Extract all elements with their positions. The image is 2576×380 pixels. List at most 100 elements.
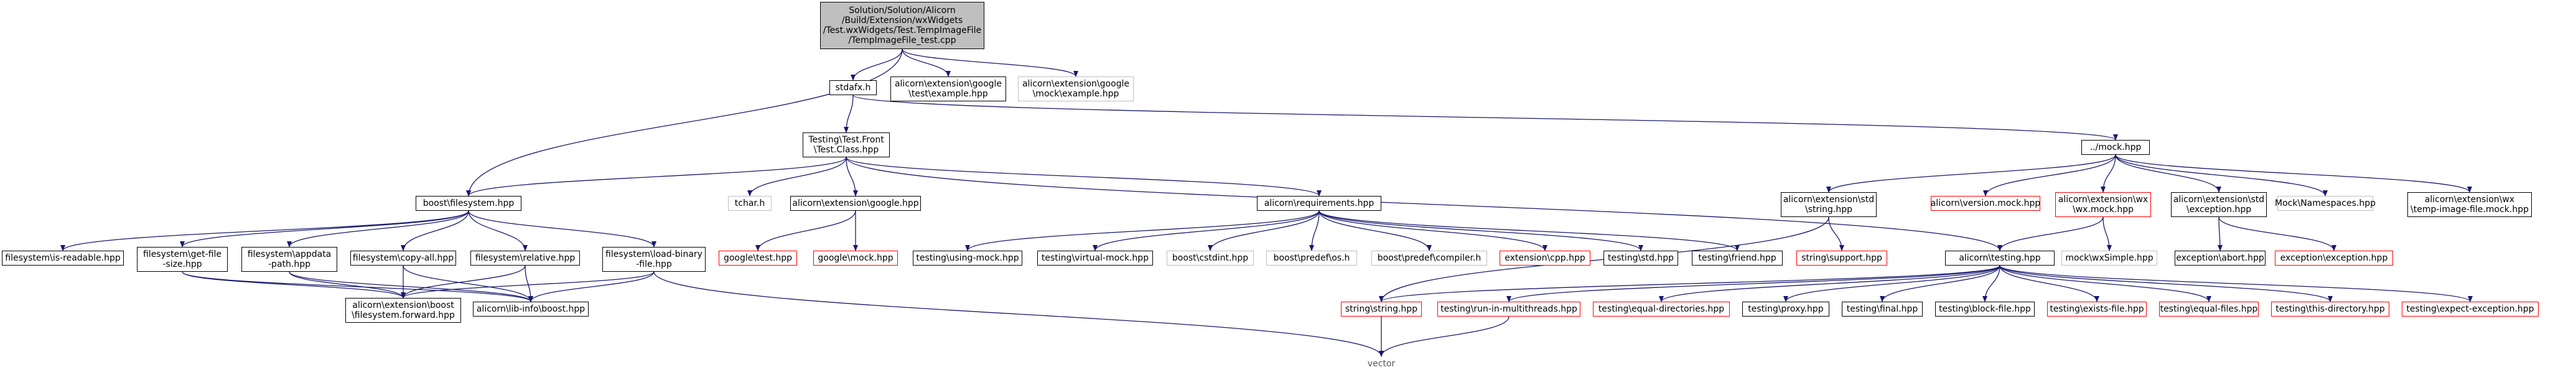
edge-mock_hpp-to-wx_temp_image bbox=[2115, 154, 2472, 193]
edge-std_exception-to-exception_exception bbox=[2218, 216, 2336, 251]
node-fs-get-file-size[interactable]: filesystem\get-file -size.hpp bbox=[137, 247, 228, 272]
node-testing-std[interactable]: testing\std.hpp bbox=[1603, 251, 1678, 266]
node-google-test-example[interactable]: alicorn\extension\google \test\example.h… bbox=[890, 76, 1006, 101]
edge-testing_hpp-to-testing_final bbox=[1880, 265, 2000, 302]
node-using-mock[interactable]: testing\using-mock.hpp bbox=[913, 251, 1022, 266]
edge-mock_hpp-to-mock_namespaces bbox=[2115, 154, 2328, 197]
node-boost-filesystem[interactable]: boost\filesystem.hpp bbox=[416, 196, 521, 211]
node-vector[interactable]: vector bbox=[1367, 358, 1396, 369]
edge-fs_load_binary-to-lib_info_boost bbox=[528, 271, 655, 302]
edge-root-to-google_mock_example bbox=[902, 49, 1078, 77]
node-mock-hpp[interactable]: ../mock.hpp bbox=[2081, 140, 2150, 155]
edge-test_class-to-requirements bbox=[846, 157, 1322, 197]
node-extension-cpp[interactable]: extension\cpp.hpp bbox=[1500, 251, 1590, 266]
node-exception-abort[interactable]: exception\abort.hpp bbox=[2175, 251, 2266, 266]
edge-boost_filesystem-to-fs_appdata bbox=[287, 210, 469, 248]
edge-mock_hpp-to-wx_mock bbox=[2101, 154, 2116, 193]
node-boost-filesystem-forward[interactable]: alicorn\extension\boost \filesystem.forw… bbox=[345, 298, 461, 323]
edge-fs_relative-to-boost_fs_forward bbox=[401, 265, 526, 299]
edge-stdafx-to-test_class bbox=[844, 95, 854, 133]
node-expect-exception[interactable]: testing\expect-exception.hpp bbox=[2402, 302, 2539, 317]
edge-fs_appdata-to-lib_info_boost bbox=[289, 271, 533, 302]
node-std-exception[interactable]: alicorn\extension\std \exception.hpp bbox=[2171, 192, 2267, 217]
edge-fs_appdata-to-boost_fs_forward bbox=[289, 271, 406, 299]
node-boost-predef-os[interactable]: boost\predef\os.h bbox=[1266, 251, 1357, 266]
node-fs-is-readable[interactable]: filesystem\is-readable.hpp bbox=[2, 251, 124, 266]
node-run-in-multithreads[interactable]: testing\run-in-multithreads.hpp bbox=[1437, 302, 1580, 317]
node-fs-load-binary-file[interactable]: filesystem\load-binary -file.hpp bbox=[602, 247, 706, 272]
node-fs-appdata-path[interactable]: filesystem\appdata -path.hpp bbox=[241, 247, 337, 272]
edge-boost_filesystem-to-fs_load_binary bbox=[468, 210, 656, 248]
edge-root-to-google_example bbox=[902, 49, 951, 77]
edge-testing_hpp-to-string_string bbox=[1379, 265, 2000, 302]
node-wx-mock[interactable]: alicorn\extension\wx \wx.mock.hpp bbox=[2055, 192, 2151, 217]
edge-mock_hpp-to-std_exception bbox=[2115, 154, 2221, 193]
node-testing-friend[interactable]: testing\friend.hpp bbox=[1692, 251, 1783, 266]
edge-test_class-to-testing_hpp bbox=[846, 157, 2002, 251]
edge-testing_hpp-to-this_directory bbox=[1999, 265, 2333, 302]
edge-requirements-to-boost_cstdint bbox=[1208, 210, 1320, 251]
edge-testing_hpp-to-exists_file bbox=[1999, 265, 2099, 302]
node-google-mock[interactable]: google\mock.hpp bbox=[813, 251, 898, 266]
edge-mock_hpp-to-version_mock bbox=[1983, 154, 2116, 197]
edge-fs_load_binary-to-vector bbox=[653, 271, 1384, 357]
node-google-hpp[interactable]: alicorn\extension\google.hpp bbox=[790, 196, 921, 211]
node-testing-final[interactable]: testing\final.hpp bbox=[1842, 302, 1923, 317]
node-exists-file[interactable]: testing\exists-file.hpp bbox=[2047, 302, 2147, 317]
edge-std_string-to-string_support bbox=[1828, 216, 1844, 251]
edge-fs_copy_all-to-lib_info_boost bbox=[403, 265, 533, 302]
node-google-test[interactable]: google\test.hpp bbox=[719, 251, 797, 266]
edge-requirements-to-extension_cpp bbox=[1318, 210, 1547, 251]
node-google-mock-example[interactable]: alicorn\extension\google \mock\example.h… bbox=[1018, 76, 1134, 101]
edge-requirements-to-testing_friend bbox=[1318, 210, 1740, 251]
node-this-directory[interactable]: testing\this-directory.hpp bbox=[2271, 302, 2389, 317]
node-lib-info-boost[interactable]: alicorn\lib-info\boost.hpp bbox=[473, 302, 589, 317]
edge-test_class-to-boost_filesystem bbox=[466, 157, 847, 197]
edge-google_hpp-to-google_test bbox=[755, 210, 856, 251]
node-alicorn-testing[interactable]: alicorn\testing.hpp bbox=[1945, 251, 2055, 266]
edge-root-to-boost_filesystem bbox=[466, 49, 903, 197]
edge-fs_get_file_size-to-lib_info_boost bbox=[182, 271, 533, 302]
node-wx-temp-image-file-mock[interactable]: alicorn\extension\wx \temp-image-file.mo… bbox=[2407, 192, 2532, 217]
node-stdafx[interactable]: stdafx.h bbox=[829, 80, 877, 95]
edge-boost_filesystem-to-fs_copy_all bbox=[401, 210, 469, 251]
node-equal-files[interactable]: testing\equal-files.hpp bbox=[2159, 302, 2259, 317]
node-boost-cstdint[interactable]: boost\cstdint.hpp bbox=[1167, 251, 1254, 266]
edge-testing_hpp-to-block_file bbox=[1982, 265, 2000, 302]
edge-boost_filesystem-to-fs_is_readable bbox=[60, 210, 469, 251]
node-test-class[interactable]: Testing\Test.Front \Test.Class.hpp bbox=[803, 132, 890, 157]
edge-mock_hpp-to-std_string bbox=[1826, 154, 2116, 193]
edge-requirements-to-boost_predef_compiler bbox=[1318, 210, 1432, 251]
node-testing-proxy[interactable]: testing\proxy.hpp bbox=[1742, 302, 1829, 317]
edge-requirements-to-virtual_mock bbox=[1093, 210, 1320, 251]
node-version-mock[interactable]: alicorn\version.mock.hpp bbox=[1931, 196, 2040, 211]
edge-boost_filesystem-to-fs_relative bbox=[468, 210, 528, 251]
edge-wx_mock-to-mock_wxsimple bbox=[2102, 216, 2112, 251]
edge-fs_load_binary-to-boost_fs_forward bbox=[401, 271, 655, 299]
node-equal-directories[interactable]: testing\equal-directories.hpp bbox=[1593, 302, 1730, 317]
edge-requirements-to-boost_predef_os bbox=[1309, 210, 1320, 251]
edge-requirements-to-testing_std bbox=[1318, 210, 1643, 251]
node-string-string[interactable]: string\string.hpp bbox=[1341, 302, 1422, 317]
edge-testing_hpp-to-equal_files bbox=[1999, 265, 2211, 302]
node-boost-predef-compiler[interactable]: boost\predef\compiler.h bbox=[1371, 251, 1487, 266]
node-fs-relative[interactable]: filesystem\relative.hpp bbox=[470, 251, 580, 266]
node-string-support[interactable]: string\support.hpp bbox=[1796, 251, 1887, 266]
node-tchar[interactable]: tchar.h bbox=[728, 196, 772, 211]
edge-test_class-to-google_hpp bbox=[846, 157, 858, 197]
node-block-file[interactable]: testing\block-file.hpp bbox=[1935, 302, 2035, 317]
node-mock-wxsimple[interactable]: mock\wxSimple.hpp bbox=[2061, 251, 2157, 266]
edge-run_multithreads-to-vector bbox=[1379, 316, 1510, 357]
edge-boost_filesystem-to-fs_get_file_size bbox=[180, 210, 469, 248]
node-mock-namespaces[interactable]: Mock\Namespaces.hpp bbox=[2275, 196, 2376, 211]
edge-testing_hpp-to-testing_proxy bbox=[1783, 265, 2000, 302]
edge-std_exception-to-exception_abort bbox=[2217, 216, 2223, 251]
node-exception-exception[interactable]: exception\exception.hpp bbox=[2275, 251, 2393, 266]
node-requirements[interactable]: alicorn\requirements.hpp bbox=[1257, 196, 1381, 211]
node-std-string[interactable]: alicorn\extension\std \string.hpp bbox=[1781, 192, 1877, 217]
edge-testing_hpp-to-run_multithreads bbox=[1506, 265, 2000, 302]
node-fs-copy-all[interactable]: filesystem\copy-all.hpp bbox=[350, 251, 456, 266]
edge-testing_hpp-to-equal_directories bbox=[1659, 265, 2000, 302]
node-virtual-mock[interactable]: testing\virtual-mock.hpp bbox=[1037, 251, 1153, 266]
